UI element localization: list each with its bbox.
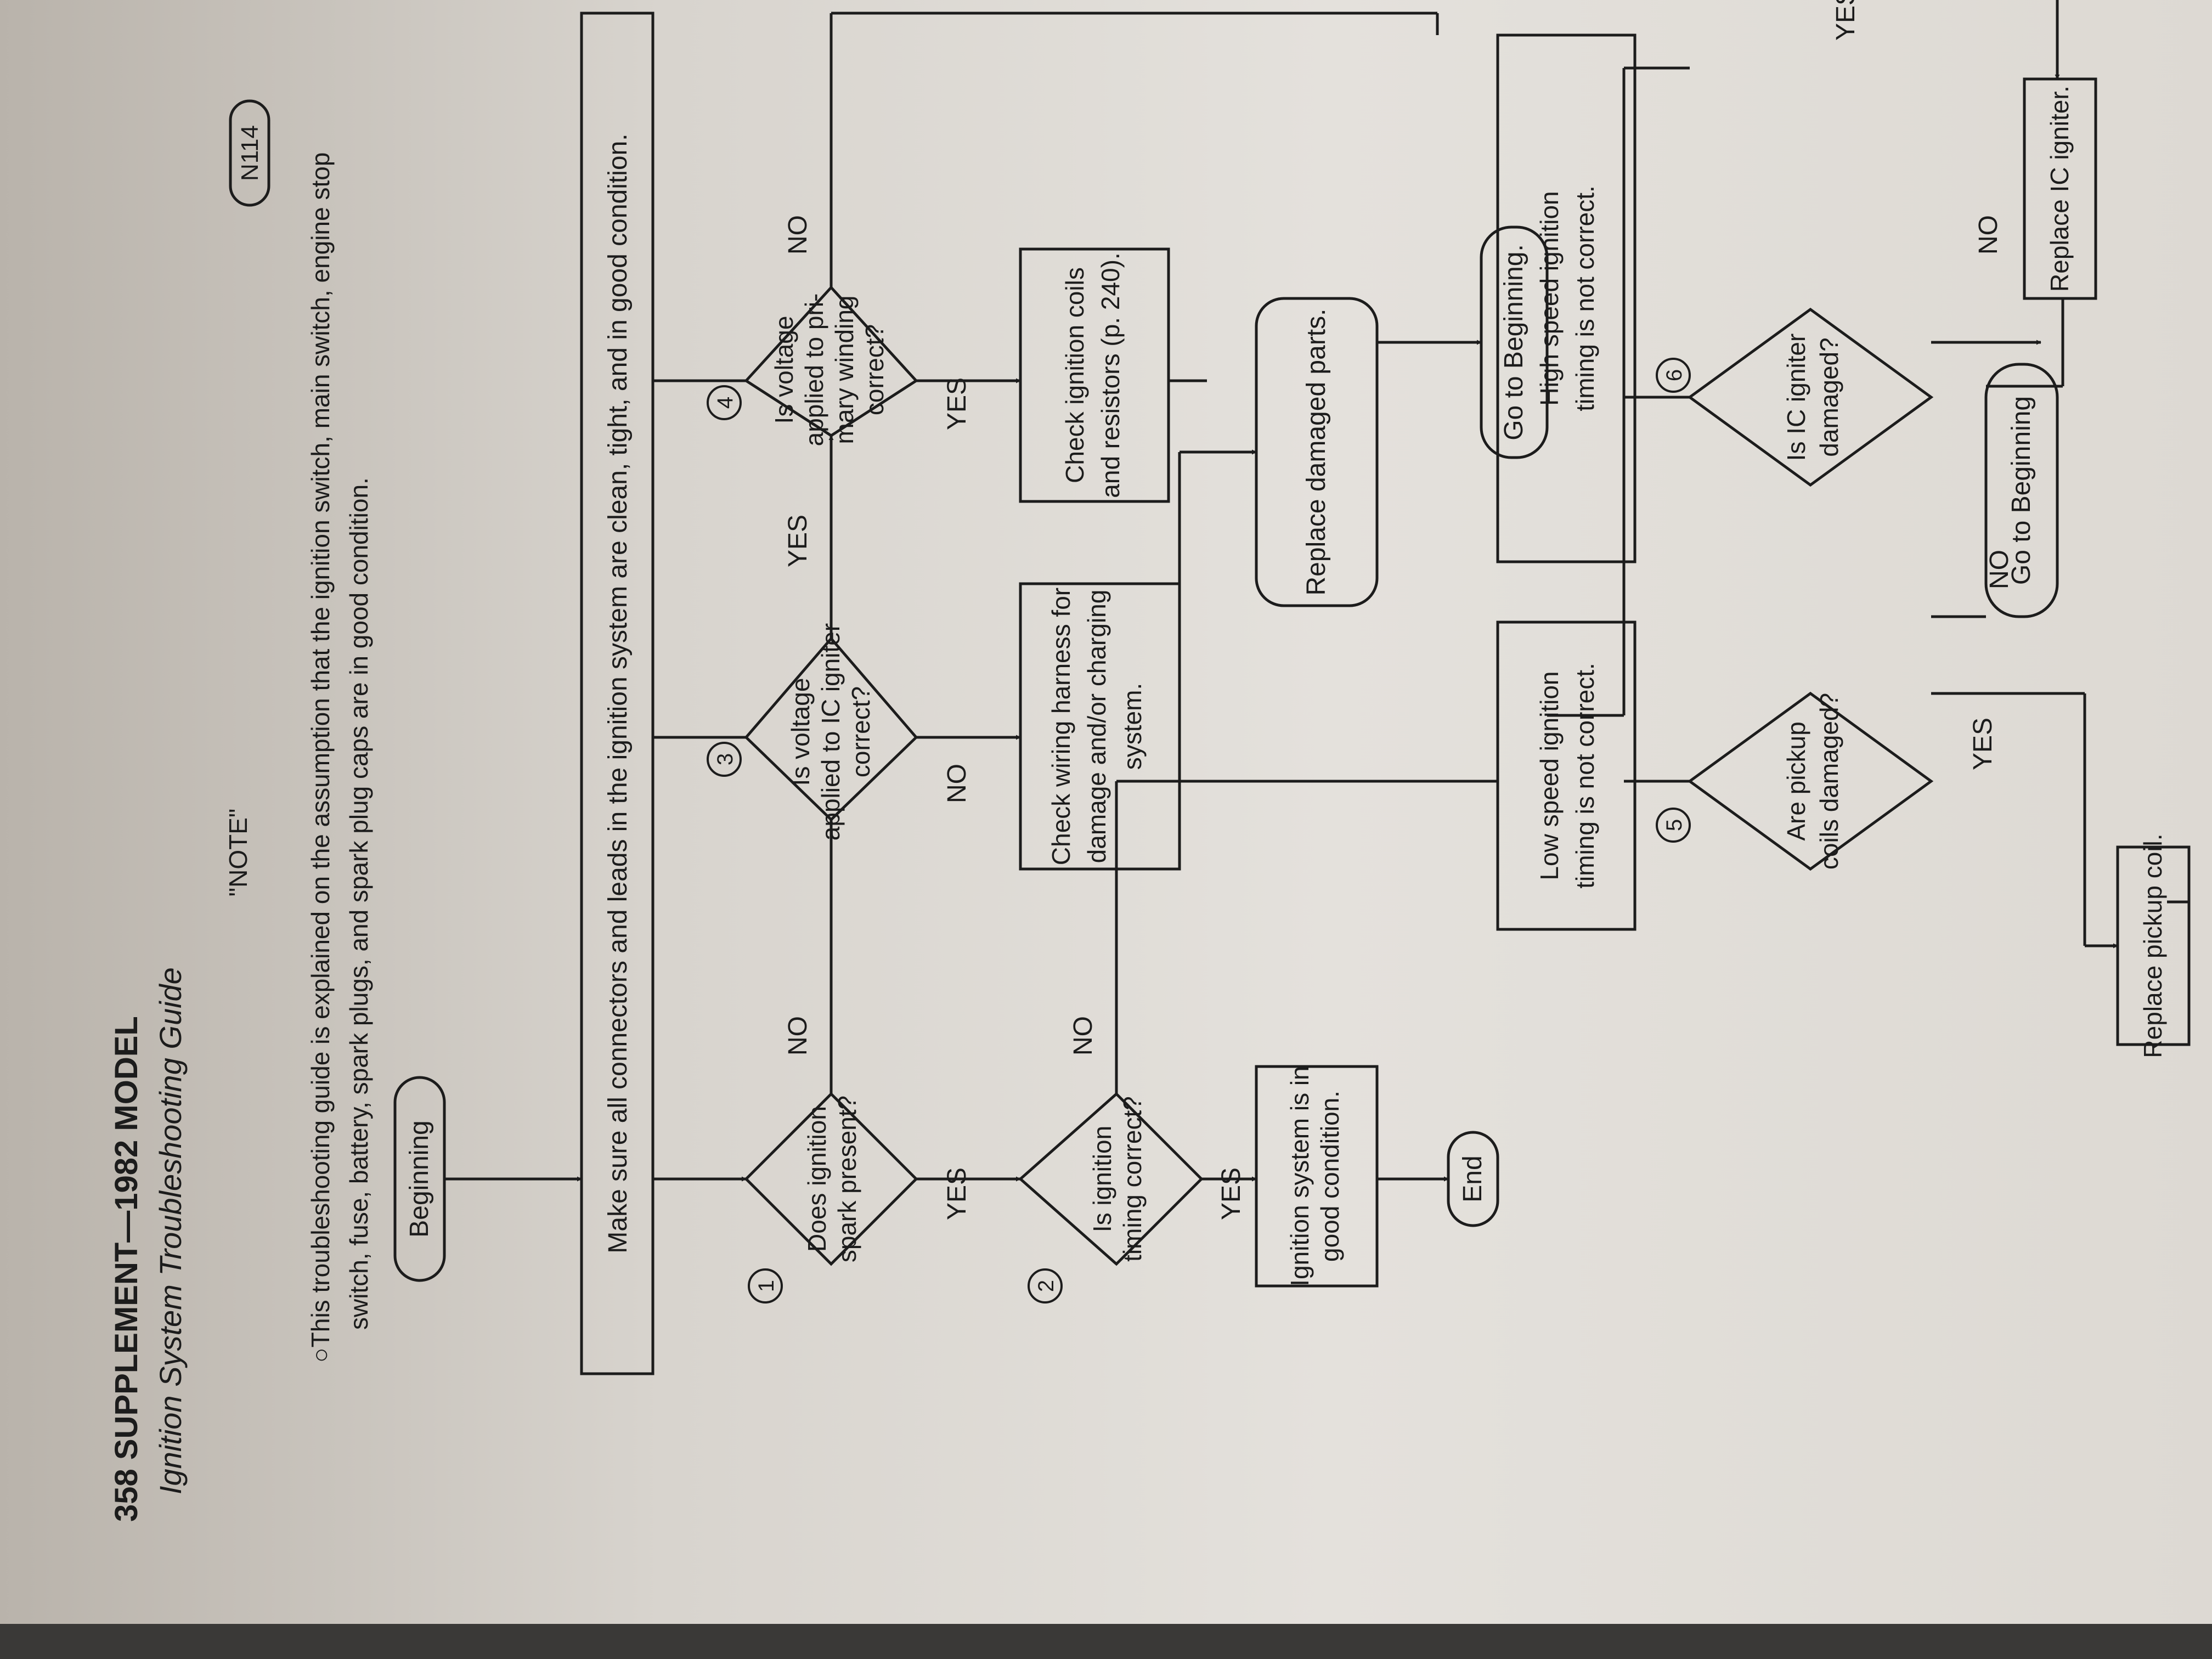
decision-timing-correct: Is ignition timing correct?: [1018, 1092, 1204, 1266]
step-badge-3: 3: [707, 742, 742, 777]
q4-line-2: applied to pri-: [800, 294, 828, 447]
note-title: "NOTE": [224, 809, 252, 896]
note-line-1: ○This troubleshooting guide is explained…: [306, 153, 335, 1363]
q4-line-1: Is voltage: [770, 316, 798, 424]
good-line-1: Ignition system is in: [1285, 1066, 1314, 1286]
page-badge: N114: [229, 99, 270, 207]
step-num-1: 1: [754, 1280, 778, 1292]
step-num-2: 2: [1034, 1280, 1058, 1292]
q2-yes-label: YES: [1217, 1167, 1246, 1220]
q2-no-label: NO: [1069, 1016, 1098, 1056]
q3-line-2: applied to IC igniter: [816, 623, 845, 840]
low-speed-line-1: Low speed ignition: [1535, 671, 1564, 880]
replace-damaged-terminal: Replace damaged parts.: [1255, 297, 1379, 607]
make-sure-box: Make sure all connectors and leads in th…: [580, 12, 654, 1375]
step-badge-5: 5: [1656, 808, 1691, 843]
q5-line-1: Are pickup: [1782, 721, 1810, 840]
good-condition-box: Ignition system is in good condition.: [1255, 1065, 1379, 1288]
q6-line-1: Is IC igniter: [1782, 334, 1810, 461]
q5-no-label: NO: [1985, 550, 2014, 589]
make-sure-label: Make sure all connectors and leads in th…: [603, 133, 633, 1253]
page-header: 358 SUPPLEMENT—1982 MODEL: [109, 1016, 144, 1522]
end-label: End: [1458, 1155, 1487, 1202]
check-wiring-line-3: system.: [1118, 683, 1147, 770]
q2-line-1: Is ignition: [1088, 1126, 1116, 1232]
high-speed-line-2: timing is not correct.: [1571, 185, 1599, 411]
check-wiring-box: Check wiring harness for damage and/or c…: [1019, 582, 1181, 871]
end-terminal: End: [1447, 1131, 1499, 1227]
step-num-6: 6: [1662, 369, 1686, 381]
go-beginning-label-2: Go to Beginning: [2007, 396, 2036, 585]
page-subtitle: Ignition System Troubleshooting Guide: [153, 967, 188, 1494]
q5-yes-label: YES: [1968, 718, 1997, 770]
q3-yes-label: YES: [783, 515, 812, 567]
check-coils-line-1: Check ignition coils: [1060, 267, 1089, 483]
low-speed-line-2: timing is not correct.: [1571, 663, 1599, 889]
step-badge-4: 4: [707, 385, 742, 420]
q4-no-label: NO: [783, 215, 812, 255]
q3-line-3: correct?: [847, 686, 875, 777]
decision-voltage-ic: Is voltage applied to IC igniter correct…: [744, 623, 918, 840]
check-coils-box: Check ignition coils and resistors (p. 2…: [1019, 247, 1170, 503]
check-coils-line-2: and resistors (p. 240).: [1096, 252, 1125, 498]
replace-pickup-box: Replace pickup coil.: [2116, 833, 2191, 1058]
replace-pickup-label: Replace pickup coil.: [2138, 833, 2167, 1058]
q4-yes-label: YES: [943, 377, 972, 430]
q1-no-label: NO: [783, 1016, 812, 1056]
check-wiring-line-1: Check wiring harness for: [1047, 588, 1075, 865]
check-wiring-line-2: damage and/or charging: [1082, 590, 1111, 864]
q2-line-2: timing correct?: [1118, 1096, 1147, 1262]
flow-connectors: [444, 0, 2189, 1182]
decision-voltage-primary: Is voltage applied to pri- mary winding …: [744, 285, 918, 447]
q3-line-1: Is voltage: [786, 678, 815, 786]
replace-ic-box: Replace IC igniter.: [2023, 77, 2097, 300]
step-num-5: 5: [1662, 819, 1686, 831]
decision-spark-present: Does ignition spark present?: [744, 1092, 918, 1266]
step-badge-6: 6: [1656, 358, 1691, 393]
page-paper: [0, 0, 2212, 1624]
q6-yes-label: YES: [1831, 0, 1860, 41]
step-num-4: 4: [713, 397, 737, 409]
q3-no-label: NO: [943, 764, 972, 803]
q4-line-3: mary winding: [830, 296, 859, 444]
good-line-2: good condition.: [1316, 1091, 1344, 1262]
high-speed-line-1: High speed ignition: [1535, 191, 1564, 405]
page-badge-label: N114: [236, 125, 263, 181]
beginning-terminal: Beginning: [393, 1076, 446, 1282]
q1-line-2: spark present?: [833, 1096, 861, 1262]
q1-yes-label: YES: [943, 1167, 972, 1220]
decision-pickup-damaged: Are pickup coils damaged?: [1687, 691, 1934, 871]
go-beginning-terminal-1: Go to Beginning.: [1480, 225, 1549, 459]
q6-no-label: NO: [1974, 215, 2003, 255]
step-num-3: 3: [713, 753, 737, 765]
replace-ic-label: Replace IC igniter.: [2045, 86, 2074, 292]
go-beginning-label-1: Go to Beginning.: [1499, 244, 1528, 441]
q6-line-2: damaged?: [1815, 337, 1843, 456]
beginning-label: Beginning: [405, 1120, 434, 1238]
bottom-shadow: [0, 1624, 2212, 1659]
replace-damaged-label: Replace damaged parts.: [1302, 309, 1331, 596]
q5-line-2: coils damaged?: [1815, 693, 1843, 870]
high-speed-box: High speed ignition timing is not correc…: [1496, 33, 1637, 563]
go-beginning-terminal-2: Go to Beginning: [1984, 363, 2059, 618]
step-badge-2: 2: [1028, 1268, 1063, 1304]
low-speed-box: Low speed ignition timing is not correct…: [1496, 620, 1637, 931]
step-badge-1: 1: [748, 1268, 783, 1304]
q4-line-4: correct?: [860, 324, 889, 415]
q1-line-1: Does ignition: [803, 1106, 831, 1252]
decision-ic-damaged: Is IC igniter damaged?: [1687, 307, 1934, 487]
note-line-2: switch, fuse, battery, spark plugs, and …: [345, 477, 373, 1330]
